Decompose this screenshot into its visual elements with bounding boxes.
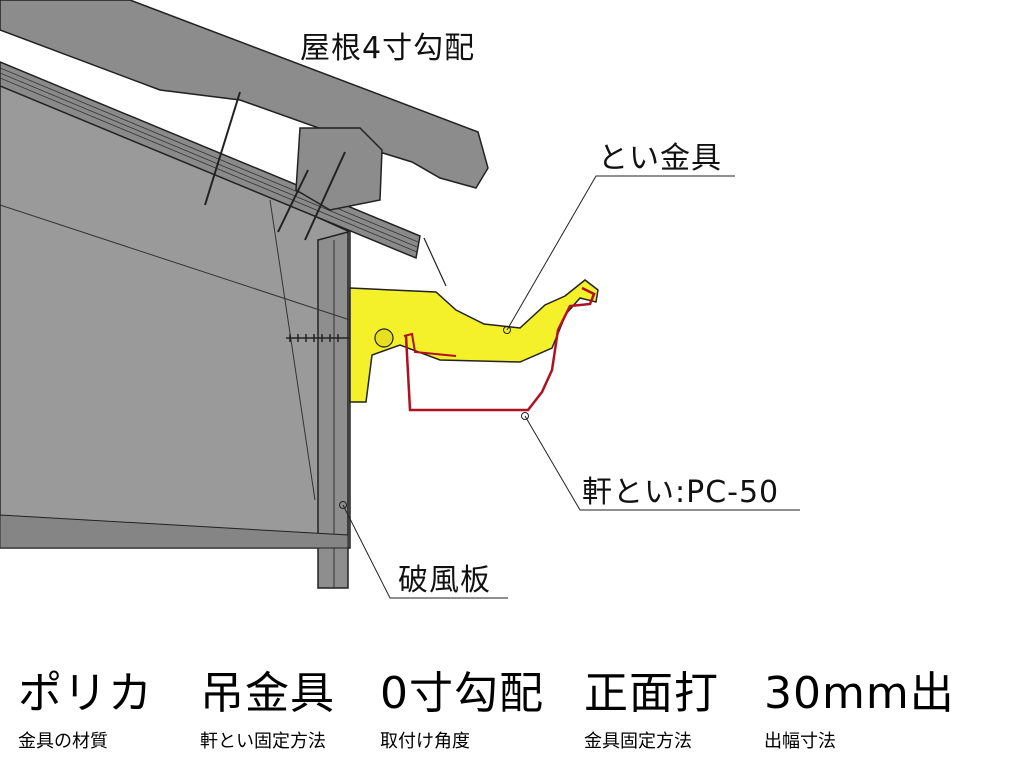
fascia-label: 破風板 bbox=[398, 563, 491, 598]
bracket-label: とい金具 bbox=[598, 141, 722, 176]
spec-angle-title: 0寸勾配 bbox=[380, 668, 544, 719]
roof-underlayer bbox=[0, 61, 421, 260]
roof-hatch bbox=[0, 67, 419, 253]
spec-fixing-title: 正面打 bbox=[584, 668, 719, 719]
spec-mounting: 吊金具 軒とい固定方法 bbox=[200, 668, 400, 754]
gutter-label: 軒とい:PC-50 bbox=[582, 475, 780, 510]
spec-fixing: 正面打 金具固定方法 bbox=[584, 668, 784, 754]
wall-diagonal bbox=[0, 204, 351, 321]
bracket-hole bbox=[374, 328, 394, 348]
spec-fixing-subtitle: 金具固定方法 bbox=[584, 731, 692, 752]
spec-projection: 30mm出 出幅寸法 bbox=[764, 668, 964, 754]
rafter-line bbox=[269, 199, 316, 501]
support-block bbox=[295, 127, 383, 211]
eaves-gutter bbox=[404, 286, 596, 412]
lower-band bbox=[0, 514, 349, 549]
fascia-board bbox=[317, 231, 349, 589]
spec-material-subtitle: 金具の材質 bbox=[18, 731, 108, 752]
leader-lines bbox=[339, 175, 800, 599]
spec-material: ポリカ 金具の材質 bbox=[18, 668, 218, 754]
gutter-inner-lip bbox=[403, 332, 457, 357]
spec-projection-subtitle: 出幅寸法 bbox=[764, 731, 836, 752]
gutter-bracket-diagram bbox=[0, 0, 800, 599]
spec-angle: 0寸勾配 取付け角度 bbox=[380, 668, 580, 754]
roof-screws bbox=[204, 91, 346, 241]
spec-material-title: ポリカ bbox=[18, 668, 153, 719]
spec-angle-subtitle: 取付け角度 bbox=[380, 731, 470, 752]
drip-tab bbox=[423, 237, 447, 287]
roof-pitch-label: 屋根4寸勾配 bbox=[300, 31, 476, 66]
gutter-bracket bbox=[349, 279, 599, 403]
spec-mounting-title: 吊金具 bbox=[200, 668, 335, 719]
spec-projection-title: 30mm出 bbox=[764, 668, 955, 719]
spec-mounting-subtitle: 軒とい固定方法 bbox=[200, 731, 326, 752]
